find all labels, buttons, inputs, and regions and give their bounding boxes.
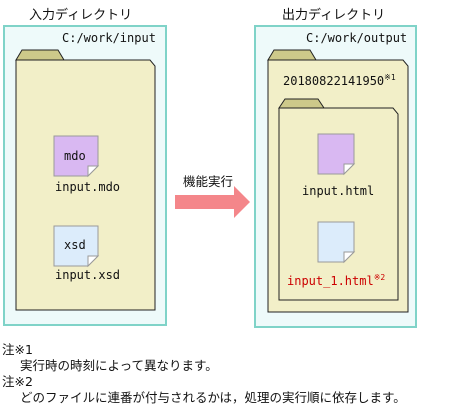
timestamp-folder-name: 20180822141950 <box>283 74 385 88</box>
mdo-document-icon <box>53 135 100 178</box>
input-panel-title: 入力ディレクトリ <box>29 8 133 23</box>
mdo-badge: mdo <box>64 149 86 163</box>
note-2-label: 注※2 <box>2 374 33 389</box>
html-document-icon <box>317 133 356 176</box>
html1-document-icon <box>317 221 356 264</box>
note-1-label: 注※1 <box>2 342 33 357</box>
arrow-label: 機能実行 <box>183 174 234 189</box>
xsd-document-icon <box>53 225 100 268</box>
xsd-badge: xsd <box>64 238 86 252</box>
execute-arrow <box>175 186 250 218</box>
input-folder-icon <box>15 49 156 311</box>
input-1-html-filename-row: input_1.html※2 <box>287 273 385 288</box>
output-path-label: C:/work/output <box>306 31 408 45</box>
input-1-note-mark: ※2 <box>373 273 386 282</box>
note-2-text: どのファイルに連番が付与されるかは，処理の実行順に依存します。 <box>20 390 406 405</box>
timestamp-note-mark: ※1 <box>384 73 396 82</box>
input-html-filename: input.html <box>302 184 375 198</box>
output-panel-title: 出力ディレクトリ <box>282 8 386 23</box>
note-1-text: 実行時の時刻によって異なります。 <box>20 358 218 373</box>
input-1-html-filename: input_1.html <box>287 274 374 288</box>
input-xsd-filename: input.xsd <box>55 268 121 282</box>
timestamp-folder-icon <box>278 98 399 301</box>
timestamp-folder-label: 20180822141950※1 <box>283 73 396 88</box>
input-mdo-filename: input.mdo <box>55 180 121 194</box>
input-path-label: C:/work/input <box>62 31 156 45</box>
